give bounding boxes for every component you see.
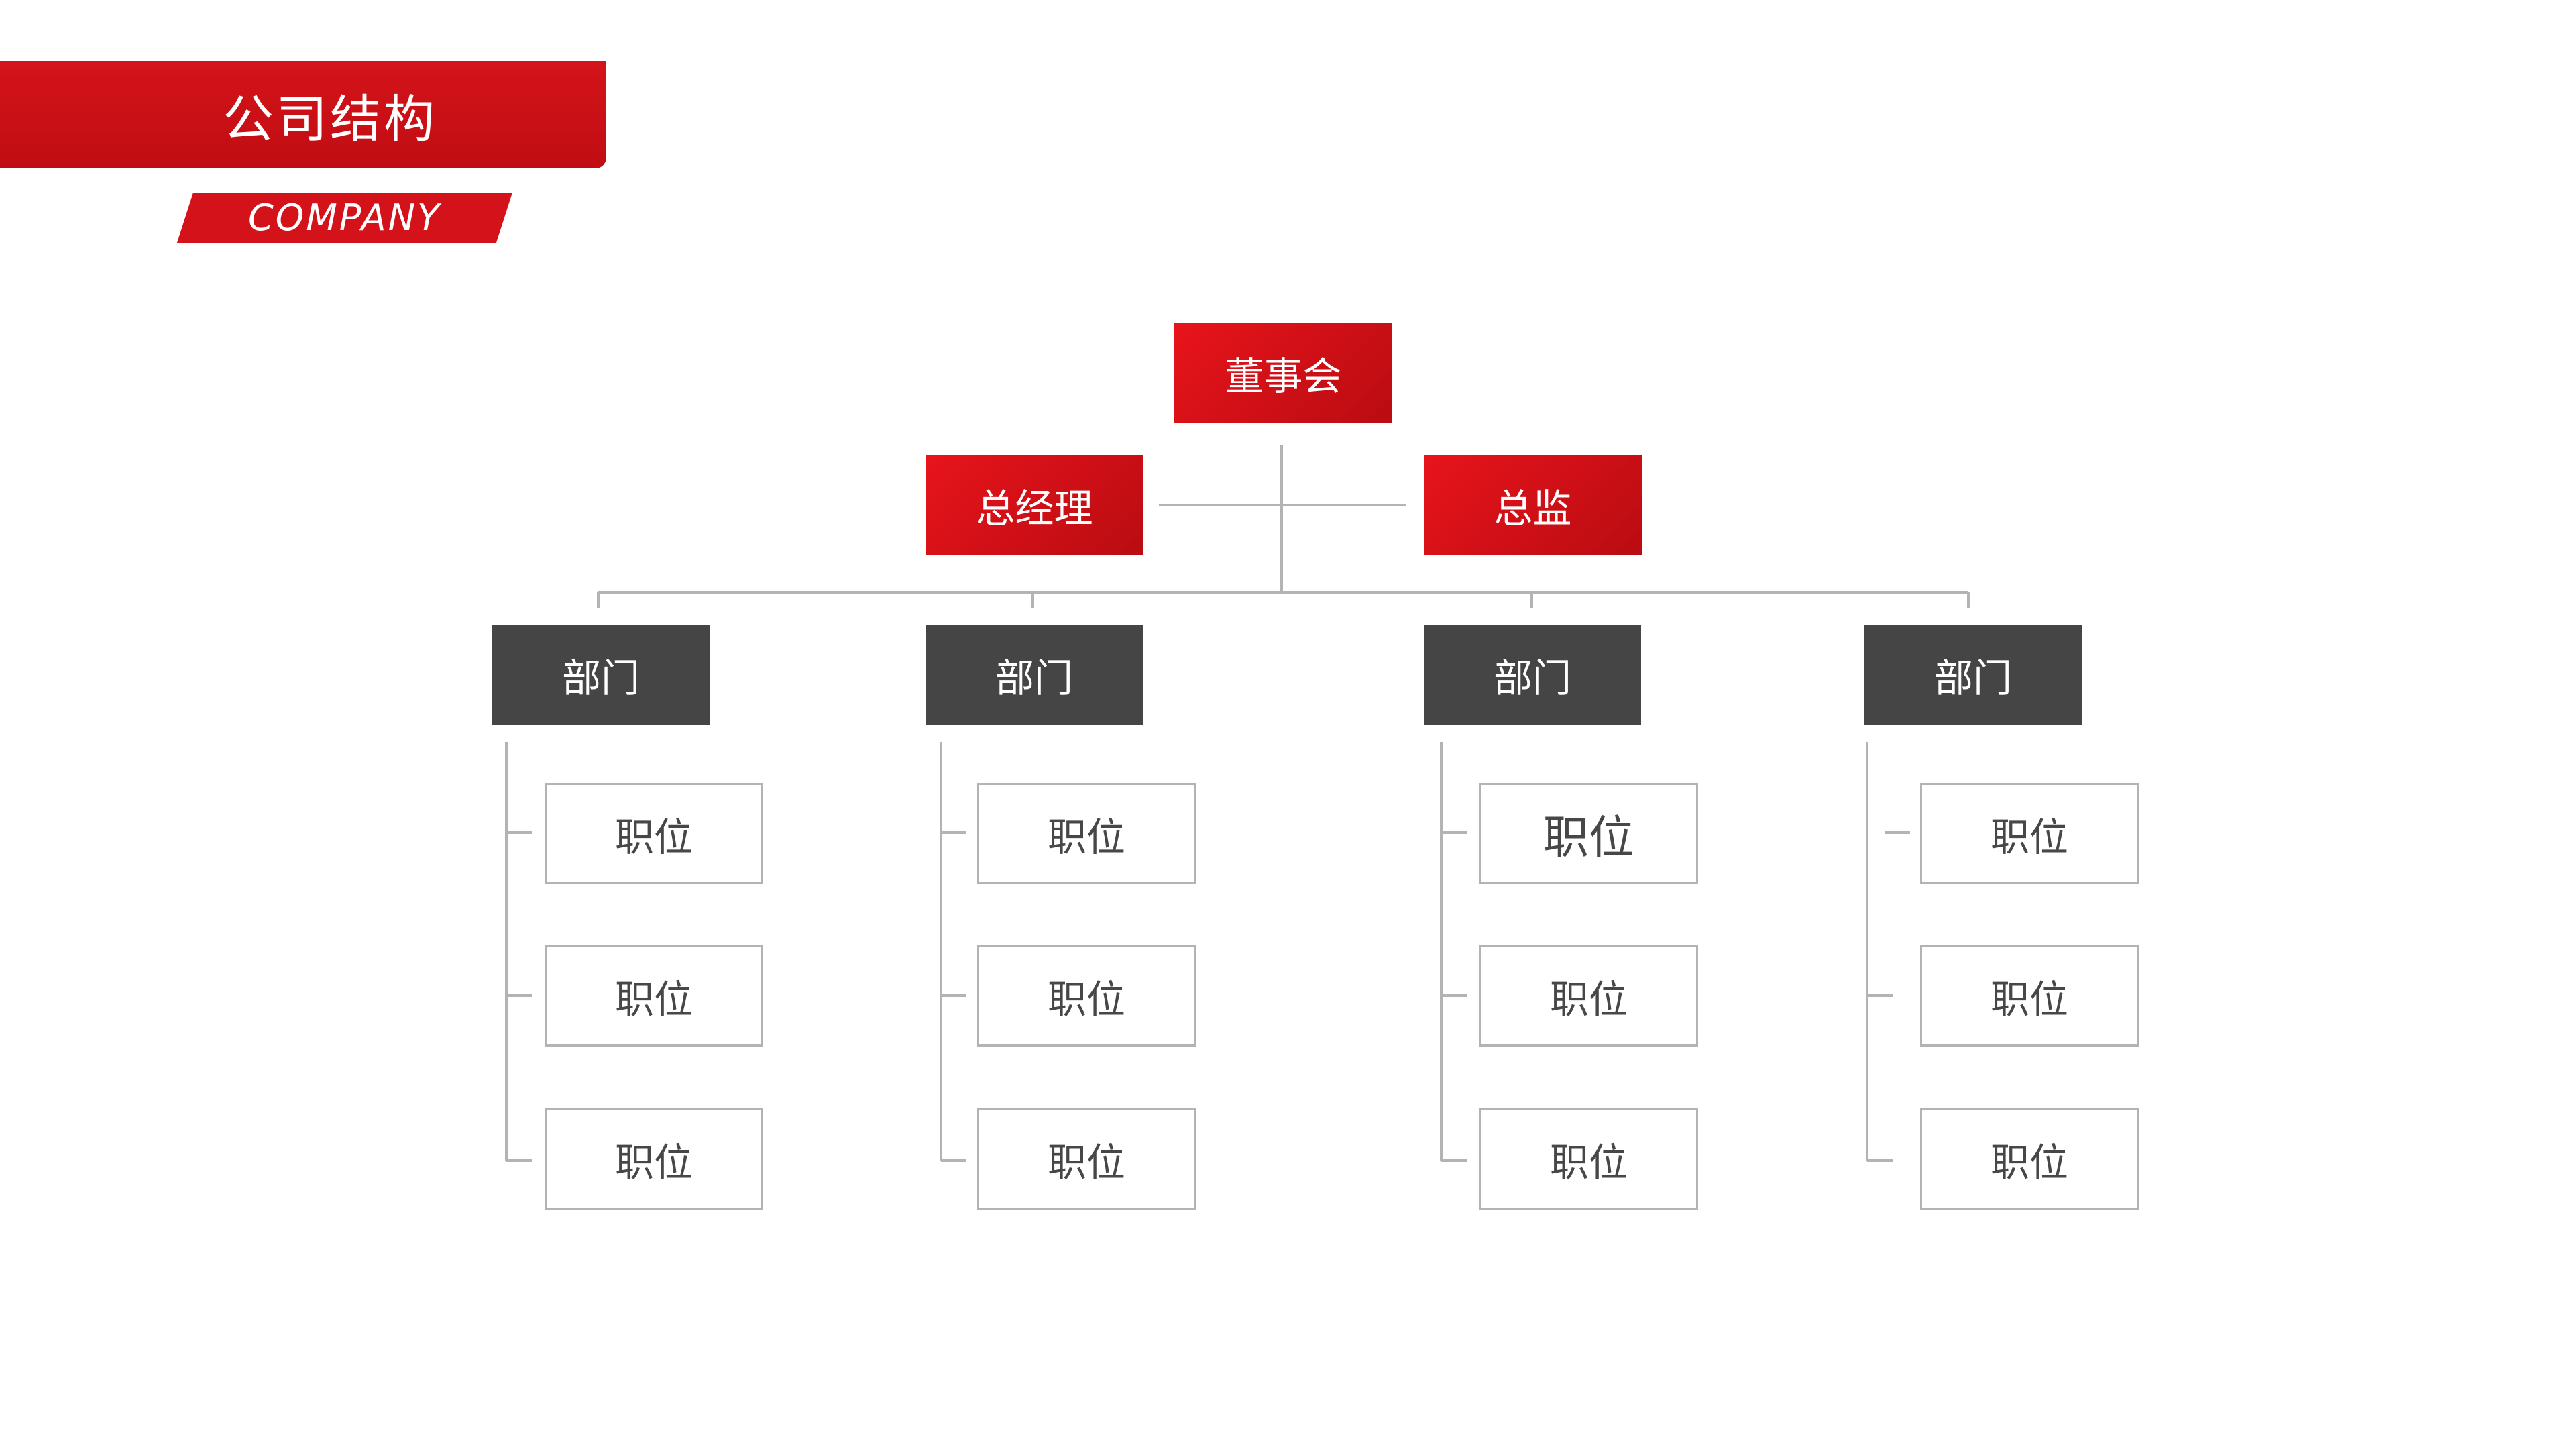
position-node: 职位 — [977, 783, 1196, 884]
page-title: 公司结构 — [223, 89, 437, 149]
position-node: 职位 — [1479, 783, 1698, 884]
position-node: 职位 — [977, 1108, 1196, 1210]
department-node-1: 部门 — [492, 625, 710, 725]
title-banner: 公司结构 — [0, 61, 606, 168]
director-node: 总监 — [1424, 455, 1642, 555]
subtitle-tag: COMPANY — [177, 193, 512, 243]
department-node-2: 部门 — [926, 625, 1143, 725]
position-node: 职位 — [1920, 783, 2139, 884]
position-node: 职位 — [545, 783, 763, 884]
page-subtitle: COMPANY — [248, 197, 441, 239]
general-manager-node: 总经理 — [926, 455, 1143, 555]
position-node: 职位 — [1479, 945, 1698, 1046]
position-node: 职位 — [977, 945, 1196, 1046]
department-node-4: 部门 — [1864, 625, 2082, 725]
position-node: 职位 — [1920, 1108, 2139, 1210]
position-node: 职位 — [1920, 945, 2139, 1046]
position-node: 职位 — [545, 1108, 763, 1210]
department-node-3: 部门 — [1424, 625, 1641, 725]
position-node: 职位 — [1479, 1108, 1698, 1210]
board-node: 董事会 — [1174, 323, 1392, 423]
position-node: 职位 — [545, 945, 763, 1046]
